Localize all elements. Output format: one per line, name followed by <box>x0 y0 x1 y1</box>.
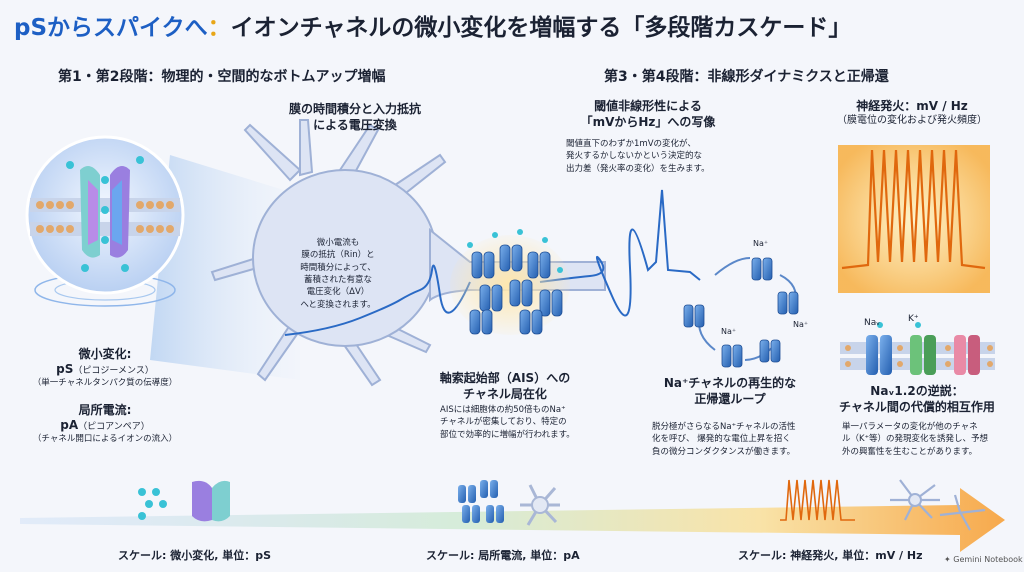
membrane-body-line-4: 蓄積された有意な <box>303 274 372 285</box>
local-current-unit: pA <box>60 418 79 433</box>
nav-heading: Naᵥ1.2の逆説： チャネル間の代償的相互作用 <box>822 383 1012 415</box>
nav-channel-label: Naᵥ <box>864 318 881 328</box>
threshold-body-line-2: 発火するかしないかという決定的な <box>566 151 703 162</box>
voltage-wave <box>284 264 471 336</box>
firing-heading-line-2: （膜電位の変化および発火頻度） <box>837 115 987 127</box>
loop-body-line-2: 化を呼び、 爆発的な電位上昇を招く <box>652 434 791 445</box>
scale-label-mv-hz: スケール: 神経発火, 単位：mV / Hz <box>738 549 923 562</box>
nav-heading-line-1: Naᵥ1.2の逆説： <box>870 384 964 398</box>
nav-heading-line-2: チャネル間の代償的相互作用 <box>839 400 995 415</box>
loop-ion-label-3: Na⁺ <box>721 327 737 336</box>
threshold-body-line-1: 閾値直下のわずか1mVの変化が、 <box>566 139 696 149</box>
threshold-heading-line-2: 「mVからHz」への写像 <box>580 115 716 130</box>
loop-body: 脱分極がさらなるNa⁺チャネルの活性 化を呼び、 爆発的な電位上昇を招く 負の微… <box>652 421 827 458</box>
nav-body-line-2: ル（K⁺等）の発現変化を誘発し、予想 <box>842 434 989 445</box>
ais-body-line-2: チャネルが密集しており、特定の <box>440 417 567 428</box>
channel-magnify-circle <box>25 135 185 307</box>
membrane-body-line-6: へと変換されます。 <box>300 299 376 310</box>
title-rest: イオンチャネルの微小変化を増幅する「多段階カスケード」 <box>230 15 852 41</box>
membrane-heading: 膜の時間積分と入力抵抗 による電圧変換 <box>255 101 455 133</box>
loop-body-line-3: 負の微分コンダクタンスが働きます。 <box>652 446 796 457</box>
credit-text: Gemini Notebook <box>953 555 1023 564</box>
ais-heading-line-2: チャネル局在化 <box>463 387 547 402</box>
loop-body-line-1: 脱分極がさらなるNa⁺チャネルの活性 <box>652 422 796 432</box>
loop-heading-line-2: 正帰還ループ <box>694 392 766 407</box>
threshold-body: 閾値直下のわずか1mVの変化が、 発火するかしないかという決定的な 出力差（発火… <box>566 138 741 175</box>
membrane-heading-line-2: による電圧変換 <box>313 118 397 133</box>
page-title: pSからスパイクへ：イオンチャネルの微小変化を増幅する「多段階カスケード」 <box>14 8 851 42</box>
loop-heading-line-1: Na⁺チャネルの再生的な <box>663 376 797 390</box>
section-heading-left: 第1・第2段階：物理的・空間的なボトムアップ増幅 <box>58 69 386 85</box>
ais-body: AISには細胞体の約50倍ものNa⁺ チャネルが密集しており、特定の 部位で効率… <box>440 404 600 441</box>
nav-body: 単一パラメータの変化が他のチャネ ル（K⁺等）の発現変化を誘発し、予想 外の興奮… <box>842 421 1012 458</box>
scale-label-ps: スケール: 微小変化, 単位：pS <box>118 549 272 562</box>
gemini-icon: ✦ <box>944 555 951 564</box>
ais-channel-cluster <box>450 229 570 335</box>
membrane-body-line-3: 時間積分によって、 <box>300 262 376 273</box>
ais-heading: 軸索起始部（AIS）への チャネル局在化 <box>420 370 590 402</box>
membrane-body-line-1: 微小電流も <box>316 238 360 248</box>
micro-change-unit: pS <box>56 362 74 377</box>
feedback-loop <box>683 257 799 368</box>
local-current-heading: 局所電流: <box>78 403 132 417</box>
loop-heading: Na⁺チャネルの再生的な 正帰還ループ <box>640 375 820 407</box>
nav-channel-illustration <box>840 322 995 375</box>
title-colon: ： <box>207 15 231 41</box>
nav-body-line-3: 外の興奮性を生むことがあります。 <box>842 446 978 457</box>
micro-change-block: 微小変化: pS（ピコジーメンス） （単一チャネルタンパク質の伝導度） <box>5 346 205 388</box>
firing-panel <box>838 145 990 293</box>
loop-ion-label-2: Na⁺ <box>793 320 809 329</box>
nav-body-line-1: 単一パラメータの変化が他のチャネ <box>842 422 978 432</box>
local-current-block: 局所電流: pA（ピコアンペア） （チャネル開口によるイオンの流入） <box>5 402 205 444</box>
local-current-desc: （チャネル開口によるイオンの流入） <box>32 434 178 445</box>
ais-body-line-3: 部位で効率的に増幅が行われます。 <box>440 429 575 440</box>
scale-label-pa: スケール: 局所電流, 単位：pA <box>426 549 580 562</box>
ais-body-line-1: AISには細胞体の約50倍ものNa⁺ <box>440 405 566 415</box>
membrane-body: 微小電流も 膜の抵抗（Rin）と 時間積分によって、 蓄積された有意な 電圧変化… <box>268 237 408 311</box>
membrane-body-line-5: 電圧変化（ΔV） <box>306 287 370 298</box>
scale-arrow <box>20 479 1005 552</box>
threshold-heading-line-1: 閾値非線形性による <box>594 99 702 113</box>
title-highlight: pSからスパイクへ <box>14 15 208 41</box>
membrane-heading-line-1: 膜の時間積分と入力抵抗 <box>288 102 421 116</box>
loop-ion-label-1: Na⁺ <box>753 239 769 248</box>
threshold-body-line-3: 出力差（発火率の変化）を生みます。 <box>566 163 710 174</box>
threshold-heading: 閾値非線形性による 「mVからHz」への写像 <box>558 98 738 130</box>
firing-heading-line-1: 神経発火：mV / Hz <box>856 99 968 113</box>
local-current-unit-name: （ピコアンペア） <box>78 422 150 433</box>
firing-heading: 神経発火：mV / Hz （膜電位の変化および発火頻度） <box>822 98 1002 128</box>
micro-change-unit-name: （ピコジーメンス） <box>73 366 154 377</box>
credit: ✦ Gemini Notebook <box>944 555 1023 564</box>
action-potential-wave <box>539 189 701 317</box>
section-heading-right: 第3・第4段階：非線形ダイナミクスと正帰還 <box>604 69 889 85</box>
micro-change-desc: （単一チャネルタンパク質の伝導度） <box>32 378 178 389</box>
micro-change-heading: 微小変化: <box>78 347 132 361</box>
ais-heading-line-1: 軸索起始部（AIS）への <box>439 371 571 385</box>
membrane-body-line-2: 膜の抵抗（Rin）と <box>301 250 375 261</box>
k-channel-label: K⁺ <box>908 314 919 324</box>
